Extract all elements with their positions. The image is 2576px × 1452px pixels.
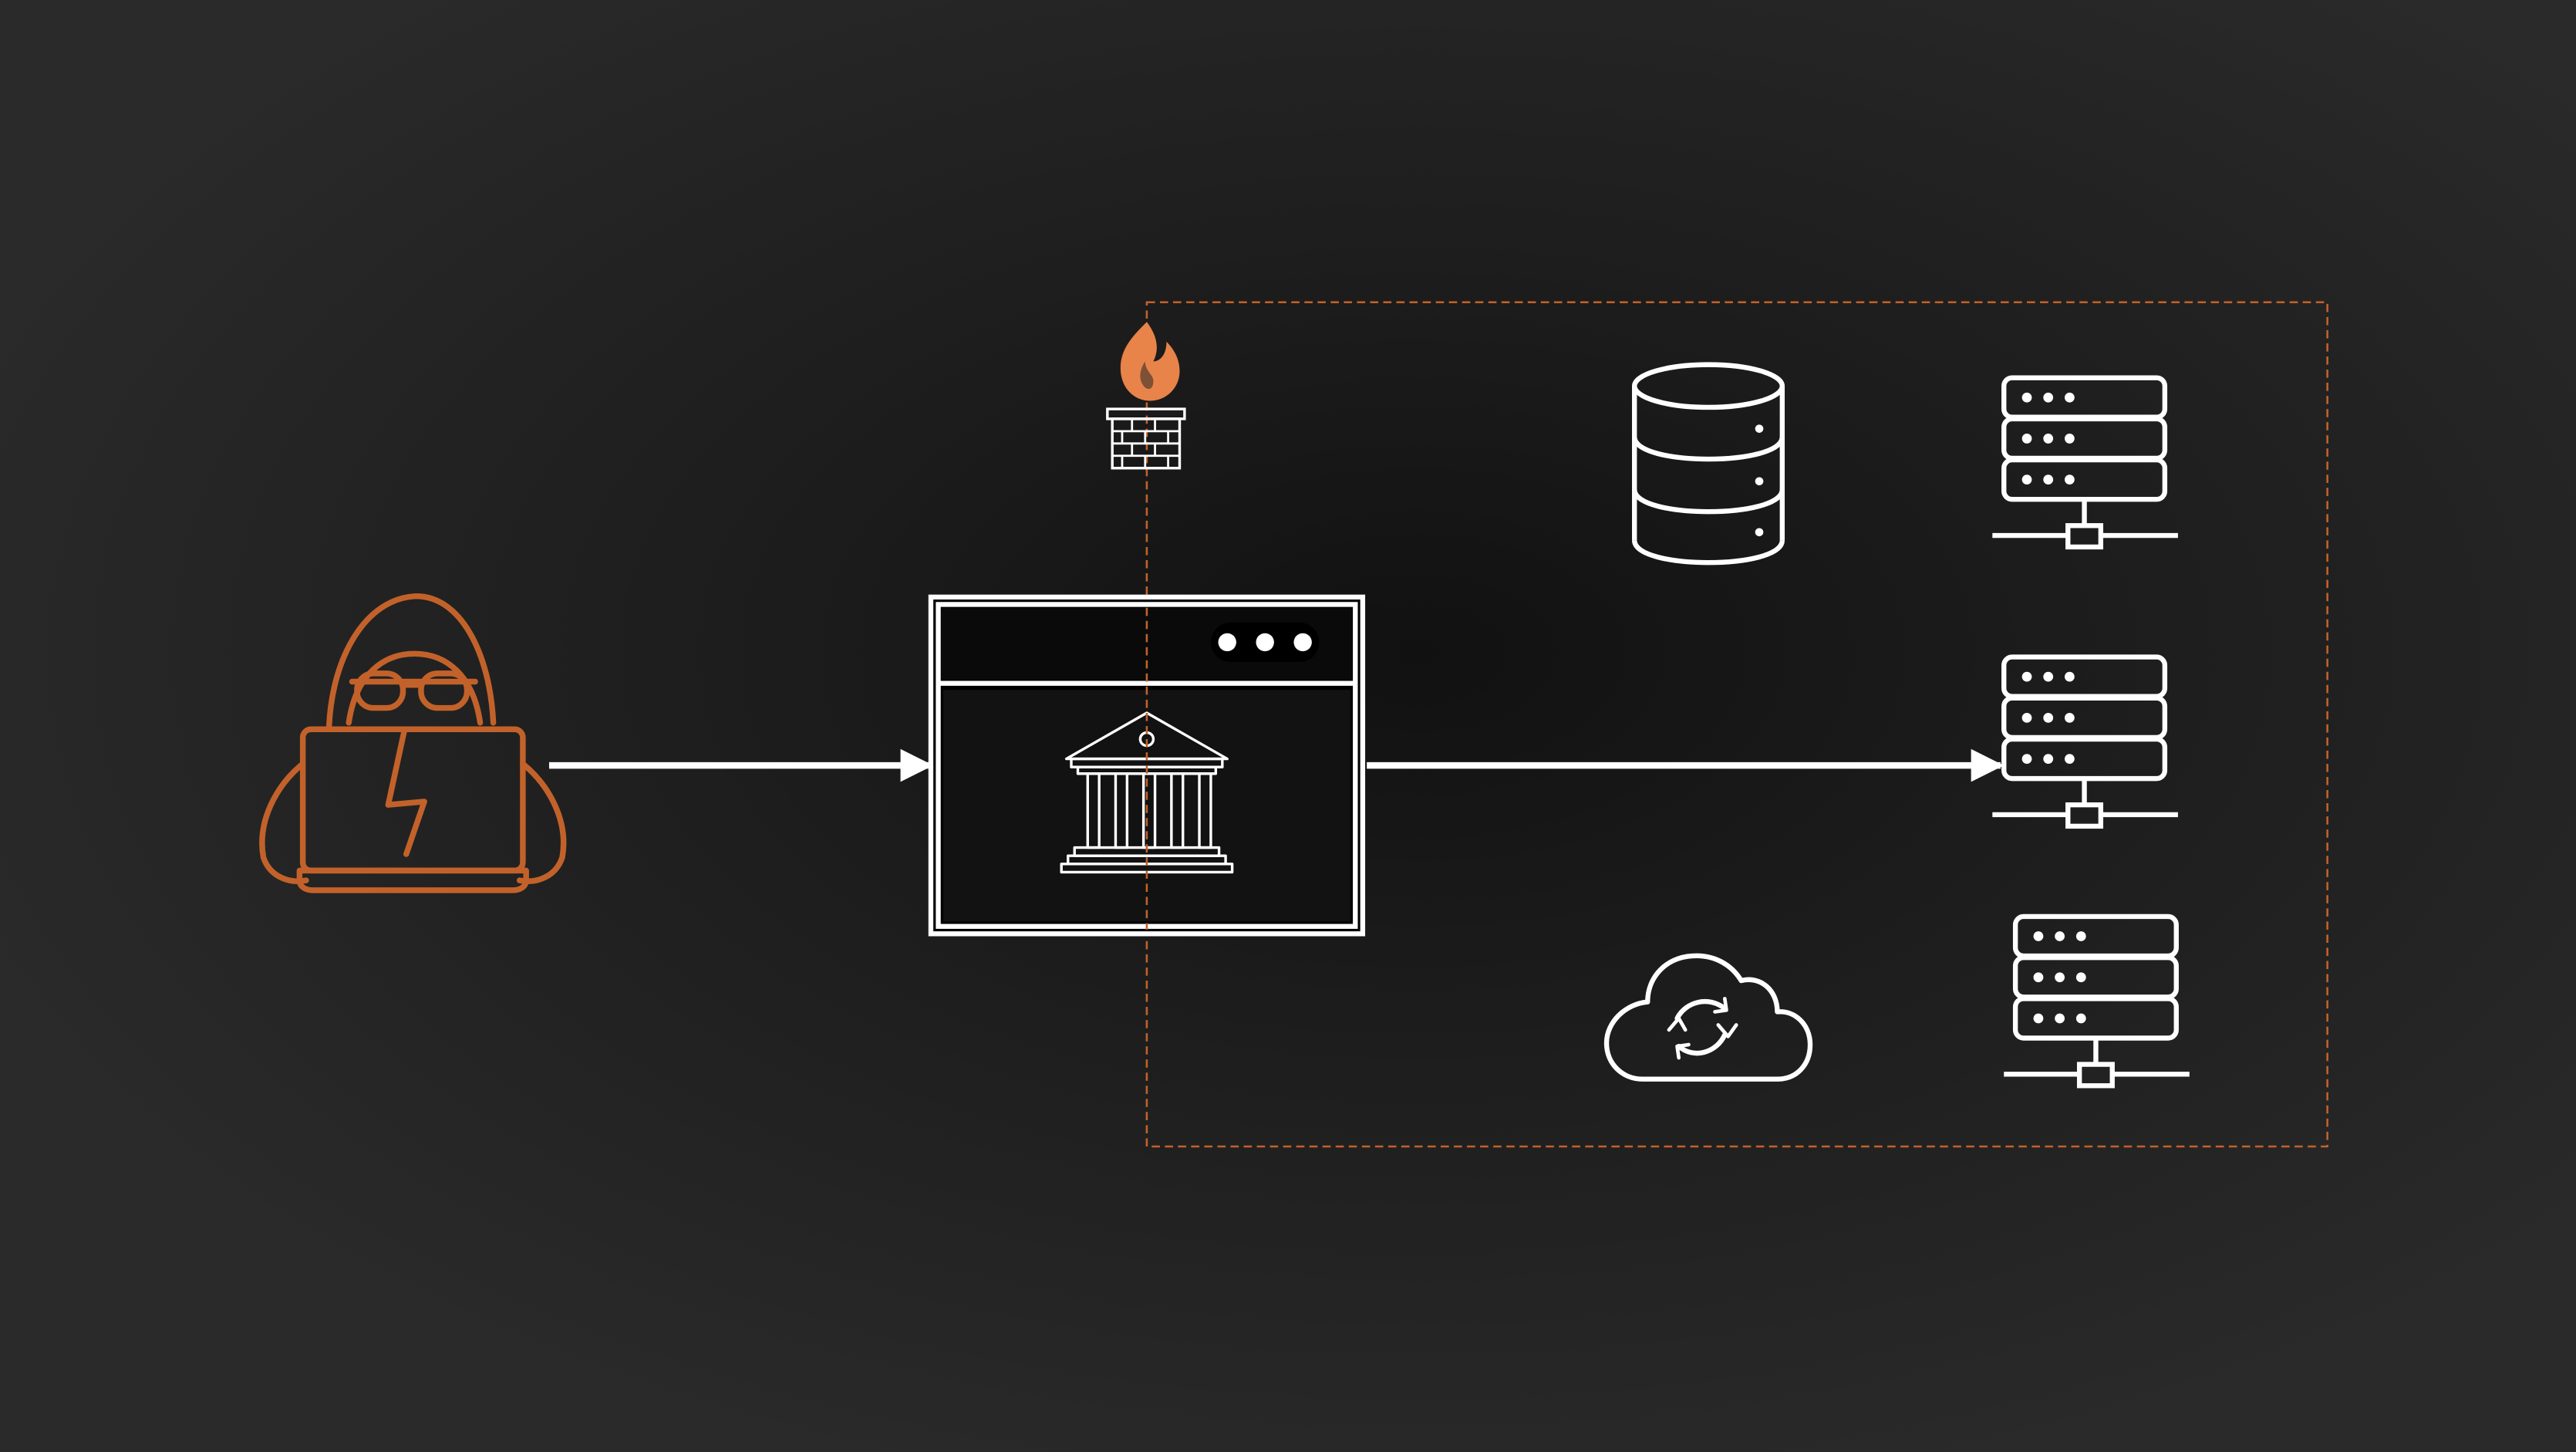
window-dot-icon [1293,633,1312,652]
server-icon [1992,378,2178,547]
hacker-with-laptop-icon [259,593,567,893]
cloud-sync-icon [1603,953,1813,1082]
window-dot-icon [1218,633,1236,652]
server-icon [1992,657,2178,826]
database-icon [1632,362,1785,566]
firewall-icon [1106,322,1186,470]
server-icon [2004,917,2190,1086]
window-dot-icon [1256,633,1274,652]
